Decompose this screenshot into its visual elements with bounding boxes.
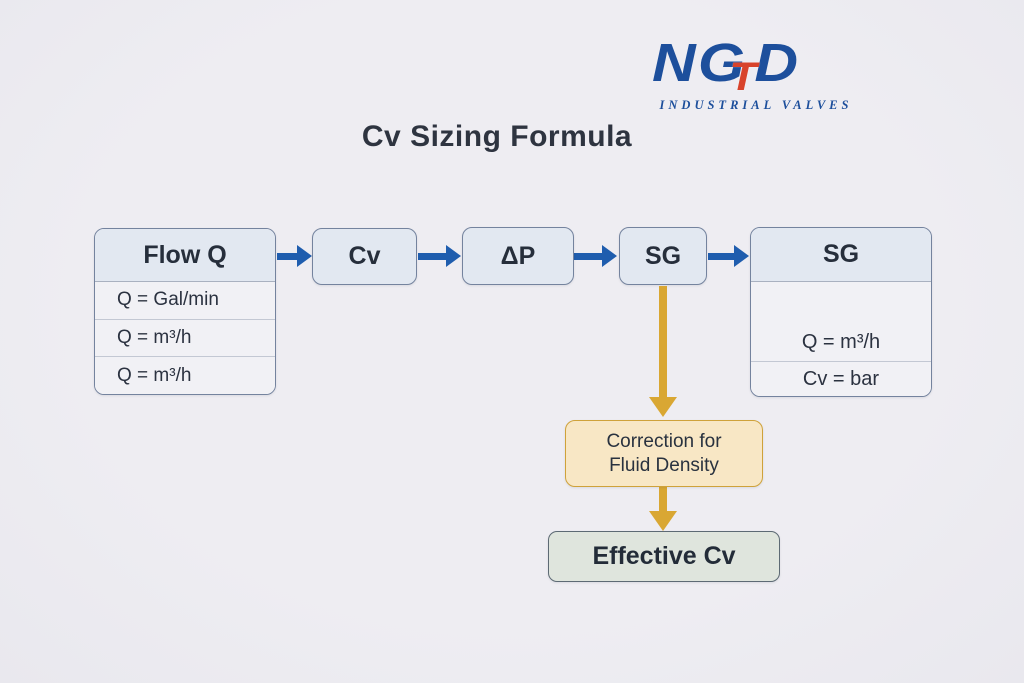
arrow-head-icon bbox=[602, 245, 617, 267]
logo-accent-t: T bbox=[729, 55, 759, 99]
logo-subtitle: INDUSTRIAL VALVES bbox=[659, 98, 853, 112]
correction-line-1: Correction for bbox=[606, 430, 722, 452]
flow-q-header: Flow Q bbox=[95, 229, 275, 282]
logo-letter-g: G bbox=[697, 33, 748, 93]
flow-q-row-gal-min: Q = Gal/min bbox=[95, 282, 275, 319]
arrow-head-icon bbox=[734, 245, 749, 267]
logo-letter-d: D bbox=[754, 33, 801, 93]
logo-letter-n: N bbox=[652, 33, 698, 93]
sg-result-row-cv: Cv = bar bbox=[751, 361, 931, 396]
sg-result-box: SG Q = m³/h Cv = bar bbox=[750, 227, 932, 397]
sg-result-header: SG bbox=[751, 228, 931, 282]
page-title: Cv Sizing Formula bbox=[361, 120, 633, 153]
arrow-correction-to-effective-icon bbox=[649, 486, 677, 531]
arrow-shaft bbox=[574, 252, 602, 260]
effective-cv-box: Effective Cv bbox=[548, 531, 780, 582]
arrow-shaft bbox=[418, 252, 446, 260]
flow-q-box: Flow Q Q = Gal/min Q = m³/h Q = m³/h bbox=[94, 228, 276, 395]
arrow-head-icon bbox=[297, 245, 312, 267]
brand-logo: NGTD INDUSTRIAL VALVES bbox=[652, 36, 867, 113]
node-sg: SG bbox=[619, 227, 707, 285]
arrow-shaft bbox=[708, 252, 734, 260]
arrow-head-icon bbox=[649, 397, 677, 417]
correction-line-2: Fluid Density bbox=[609, 454, 719, 476]
logo-wordmark: NGTD bbox=[652, 33, 893, 99]
arrow-sg-to-correction-icon bbox=[649, 286, 677, 417]
arrow-sg-to-result-icon bbox=[708, 245, 749, 267]
arrow-flow-to-cv-icon bbox=[277, 245, 312, 267]
arrow-shaft bbox=[659, 486, 667, 511]
flow-q-row-m3h-1: Q = m³/h bbox=[95, 318, 275, 357]
arrow-dp-to-sg-icon bbox=[574, 245, 617, 267]
sg-result-row-q: Q = m³/h bbox=[751, 282, 931, 361]
correction-box: Correction for Fluid Density bbox=[565, 420, 763, 487]
arrow-head-icon bbox=[649, 511, 677, 531]
node-cv: Cv bbox=[312, 228, 417, 285]
arrow-shaft bbox=[659, 286, 667, 397]
arrow-cv-to-dp-icon bbox=[418, 245, 461, 267]
flow-q-row-m3h-2: Q = m³/h bbox=[95, 356, 275, 394]
node-delta-p: ΔP bbox=[462, 227, 574, 285]
arrow-shaft bbox=[277, 252, 297, 260]
arrow-head-icon bbox=[446, 245, 461, 267]
